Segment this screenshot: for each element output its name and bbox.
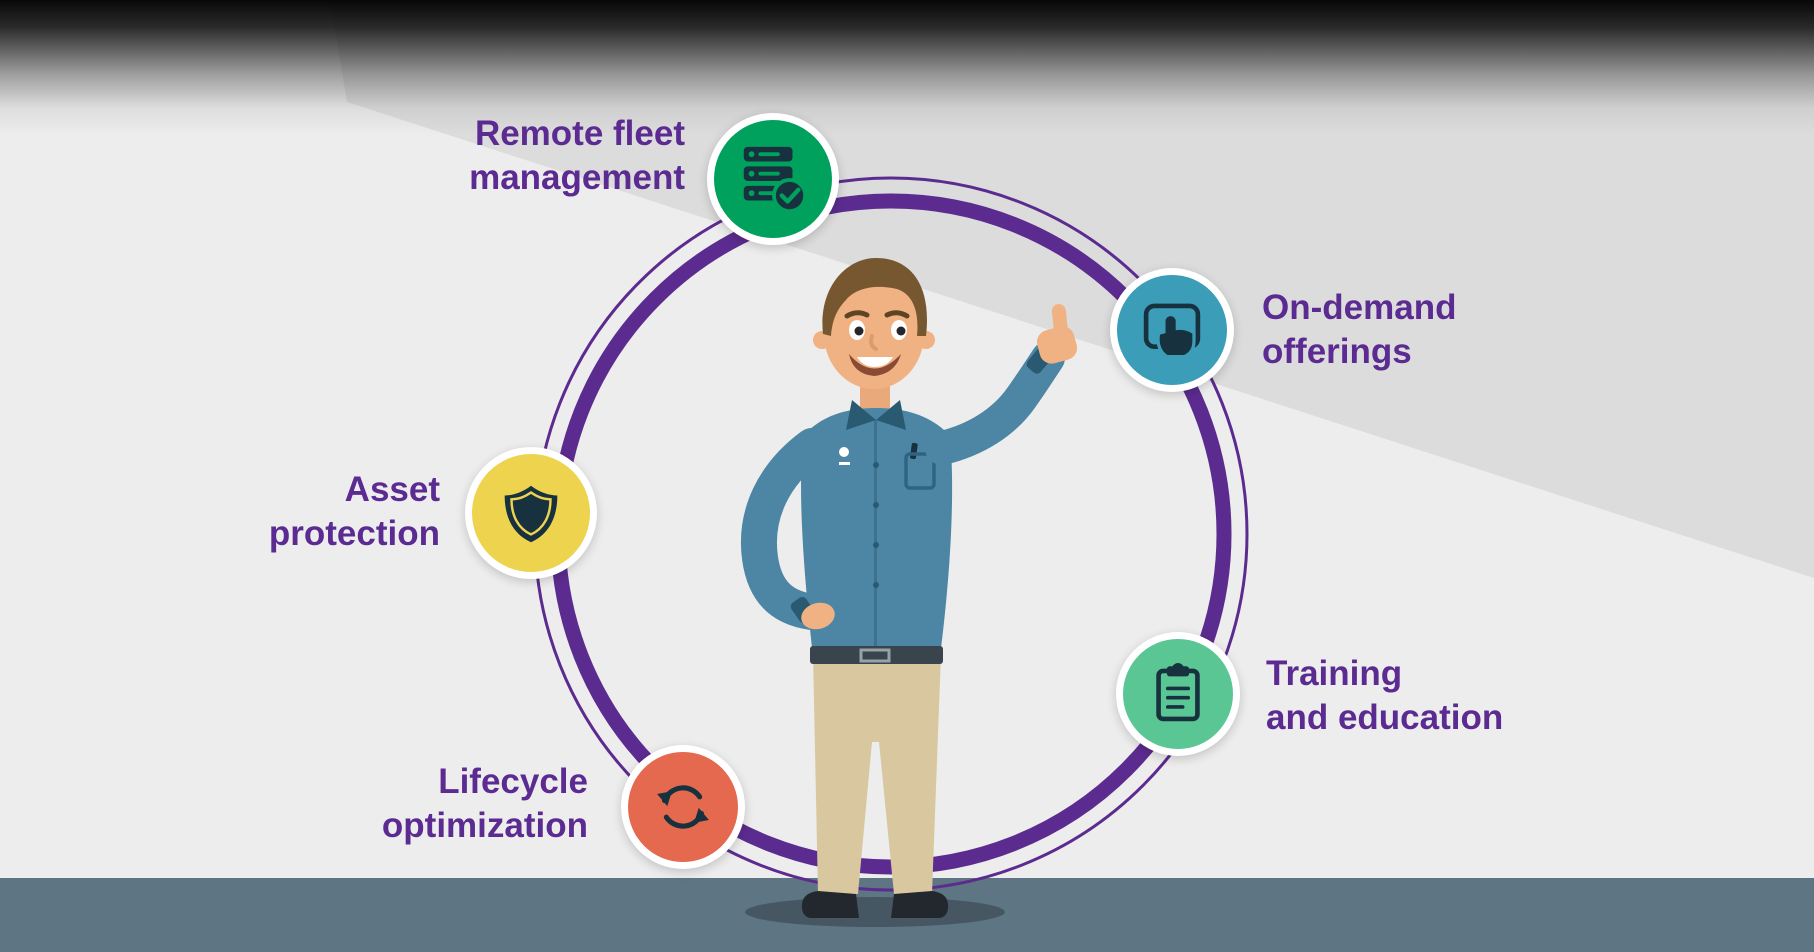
belt-buckle (859, 648, 891, 663)
chest-pocket (904, 452, 936, 490)
right-arm (925, 341, 1065, 465)
label-line: optimization (381, 806, 588, 846)
shirt-logo (839, 447, 849, 457)
pants (813, 654, 941, 894)
label-line: Training (1266, 654, 1403, 693)
server-check-icon (743, 146, 808, 214)
badge-lifecycle-optimization (621, 745, 745, 869)
label-line: management (469, 158, 685, 198)
label-training-and-education: Training and education (1266, 652, 1503, 740)
right-shoe (891, 891, 949, 918)
right-hand-fist (1036, 326, 1078, 364)
left-hand (801, 602, 835, 630)
label-line: Asset (344, 470, 440, 509)
label-lifecycle-optimization: Lifecycle optimization (382, 760, 588, 848)
label-line: and education (1266, 698, 1504, 738)
hair (822, 258, 927, 336)
label-line: Lifecycle (438, 762, 588, 801)
badge-training-and-education (1116, 632, 1240, 756)
badge-asset-protection (465, 447, 597, 579)
cycle-arrows-icon (657, 785, 709, 829)
label-on-demand-offerings: On-demand offerings (1262, 286, 1456, 374)
top-shadow-gradient (0, 0, 1814, 135)
tap-hand-icon (1143, 303, 1201, 359)
label-line: On-demand (1262, 288, 1457, 327)
shield-icon (504, 485, 558, 543)
left-shoe (801, 891, 859, 918)
label-line: offerings (1262, 332, 1412, 372)
label-asset-protection: Asset protection (269, 468, 440, 556)
badge-on-demand-offerings (1110, 268, 1234, 392)
face (824, 279, 924, 389)
label-remote-fleet-management: Remote fleet management (469, 112, 685, 200)
label-line: protection (268, 514, 440, 554)
character-shadow (745, 897, 1005, 927)
center-character-illustration (741, 258, 1078, 927)
smile (849, 354, 901, 376)
label-line: Remote fleet (474, 114, 685, 153)
clipboard-icon (1156, 663, 1200, 722)
left-arm (741, 428, 830, 630)
badge-remote-fleet-management (707, 113, 839, 245)
